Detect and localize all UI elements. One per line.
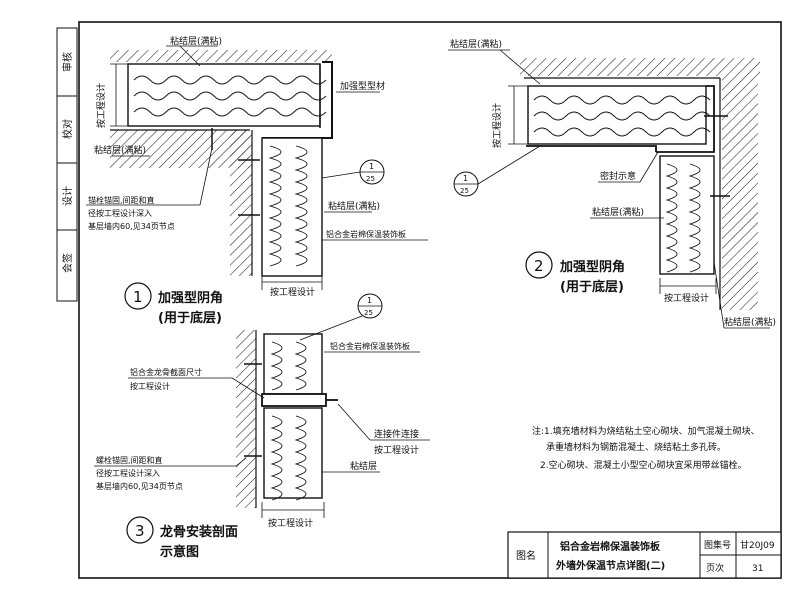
detail-number: 1 [133, 288, 143, 306]
label-seal: 密封示意 [600, 170, 636, 182]
reinforce-profile [526, 85, 715, 153]
base-wall-hatch [236, 330, 256, 508]
ref-num: 1 [367, 296, 372, 305]
detail-subtitle: (用于底层) [158, 310, 222, 326]
strip-cell-sign: 会签 [61, 253, 74, 273]
detail-3-keel-section: 按工程设计 铝合金龙骨截面尺寸 按工程设计 铝合金岩棉保温装饰板 连接件连接 按… [94, 293, 430, 560]
detail-number-circle [126, 516, 154, 544]
label-reinforce-profile: 加强型型材 [340, 80, 385, 92]
label-adhesive: 粘结层 [350, 460, 377, 472]
drawing-title: 外墙外保温节点详图(二) [555, 559, 665, 572]
insulation-panel-top [127, 63, 321, 127]
detail-2-inside-corner: 按工程设计 按工程设计 粘结层(满粘) 密封示意 粘结层(满粘) 粘结层(满粘)… [448, 38, 776, 329]
strip-cell-design: 设计 [61, 186, 74, 206]
dim-label: 按工程设计 [664, 292, 709, 304]
dim-label: 按工程设计 [268, 517, 313, 529]
title-block: 图名 铝合金岩棉保温装饰板 外墙外保温节点详图(二) 图集号 甘20J09 页次… [507, 531, 782, 579]
label-adhesive-left: 粘结层(满粘) [94, 144, 146, 156]
label-anchor: 径按工程设计深入 [88, 208, 152, 218]
detail-number-circle [525, 251, 553, 279]
base-wall-hatch [722, 76, 758, 310]
strip-cell-check: 校对 [61, 119, 74, 139]
note-line: 注:1.填充墙材料为烧结粘土空心砌块、加气混凝土砌块、 [532, 425, 760, 437]
dim-label: 按工程设计 [491, 103, 503, 148]
label-adhesive-top: 粘结层(满粘) [170, 35, 222, 47]
left-signature-strip: 审核 校对 设计 会签 [56, 27, 78, 302]
label-anchor: 基层墙内60,见34页节点 [88, 221, 175, 231]
detail-number-circle [124, 282, 152, 310]
label-adhesive-bottom: 粘结层(满粘) [724, 316, 776, 328]
label-anchor: 基层墙内60,见34页节点 [96, 481, 183, 491]
detail-number: 2 [534, 257, 544, 275]
ref-num: 1 [463, 174, 468, 183]
label-connector: 按工程设计 [374, 444, 419, 456]
atlas-number: 甘20J09 [740, 539, 775, 551]
label-anchor: 锚栓锚固,间距和直 [88, 195, 155, 205]
detail-subtitle: (用于底层) [560, 279, 624, 295]
insulation-panel-upper [263, 333, 323, 395]
strip-cell-review: 审核 [61, 52, 74, 72]
base-wall-hatch [110, 50, 332, 62]
base-wall-hatch [230, 130, 252, 276]
detail-title: 加强型阴角 [559, 259, 625, 275]
ref-page: 25 [366, 175, 375, 183]
note-line: 2.空心砌块、混凝土小型空心砌块宜采用带丝锚栓。 [540, 459, 747, 471]
atlas-number-label: 图集号 [704, 539, 731, 551]
detail-number: 3 [135, 522, 145, 540]
detail-1-inside-corner: 按工程设计 按工程设计 粘结层(满粘) 加强型型材 粘结层(满粘) 锚栓锚固,间… [86, 35, 428, 326]
page-number: 31 [752, 564, 763, 574]
label-panel: 铝合金岩棉保温装饰板 [330, 341, 410, 351]
page-label: 页次 [706, 562, 724, 574]
aluminum-keel [261, 393, 327, 407]
detail-subtitle: 示意图 [160, 544, 199, 560]
insulation-panel-vertical [659, 155, 715, 275]
dim-label: 按工程设计 [270, 286, 315, 298]
label-keel: 铝合金龙骨截面尺寸 [130, 367, 202, 377]
label-adhesive-mid: 粘结层(满粘) [328, 200, 380, 212]
ref-page: 25 [460, 187, 469, 195]
label-adhesive-top: 粘结层(满粘) [450, 38, 502, 50]
label-panel: 铝合金岩棉保温装饰板 [326, 229, 406, 239]
label-connector: 连接件连接 [374, 428, 419, 440]
notes-block: 注:1.填充墙材料为烧结粘土空心砌块、加气混凝土砌块、 承重墙材料为钢筋混凝土、… [532, 425, 760, 471]
detail-title: 加强型阴角 [157, 290, 223, 306]
note-line: 承重墙材料为钢筋混凝土、烧结粘土多孔砖。 [546, 441, 726, 453]
label-keel: 按工程设计 [130, 381, 170, 391]
detail-title: 龙骨安装剖面 [160, 524, 238, 540]
base-wall-hatch [110, 130, 250, 168]
label-anchor: 螺栓锚固,间距和直 [96, 455, 163, 465]
sheet-border [78, 21, 782, 579]
ref-page: 25 [364, 309, 373, 317]
ref-num: 1 [369, 162, 374, 171]
dim-label: 按工程设计 [95, 83, 107, 128]
label-anchor: 径按工程设计深入 [96, 468, 160, 478]
insulation-panel-lower [263, 407, 323, 499]
base-wall-hatch [520, 58, 760, 76]
title-block-name-label: 图名 [516, 549, 536, 562]
label-adhesive-mid: 粘结层(满粘) [592, 206, 644, 218]
drawing-title: 铝合金岩棉保温装饰板 [560, 540, 661, 553]
